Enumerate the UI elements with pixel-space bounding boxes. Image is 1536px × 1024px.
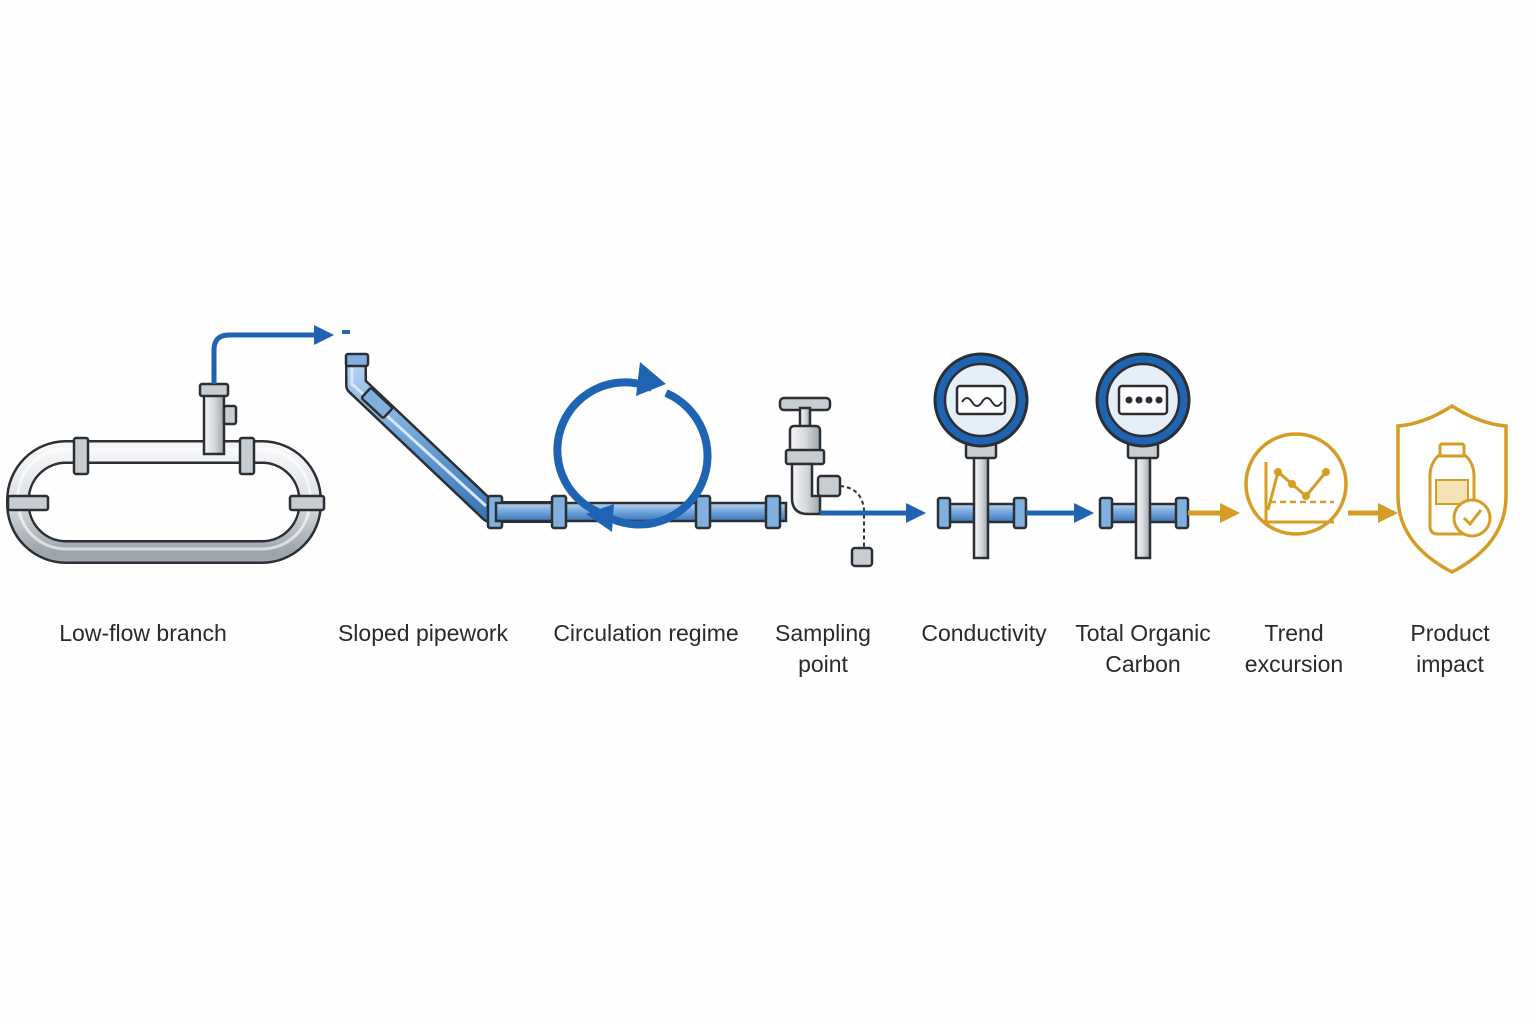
conductivity-sensor-icon [933, 352, 1029, 560]
flow-arrow [211, 325, 334, 384]
label-low-flow-branch: Low-flow branch [59, 620, 227, 646]
label-sloped-pipework: Sloped pipework [337, 620, 509, 646]
circulation-arrows-icon [553, 362, 712, 532]
toc-sensor-icon [1095, 352, 1191, 560]
trend-chart-icon [1244, 432, 1348, 536]
label-product-impact: Product impact [1410, 620, 1490, 677]
label-trend-excursion: Trend excursion [1244, 620, 1344, 677]
shield-vial-icon [1396, 403, 1508, 574]
label-sampling-point: Sampling point [775, 620, 871, 677]
label-circulation-regime: Circulation regime [553, 620, 739, 646]
label-total-organic-carbon: Total Organic Carbon [1075, 620, 1211, 677]
pipe-loop-icon [6, 382, 326, 564]
sampling-valve-icon [778, 396, 874, 568]
label-conductivity: Conductivity [921, 620, 1047, 646]
